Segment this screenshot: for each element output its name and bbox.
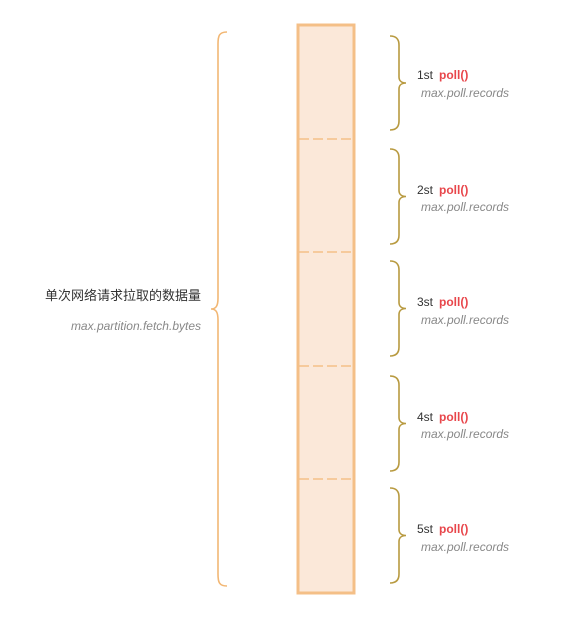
poll-param-2: max.poll.records <box>421 200 510 214</box>
poll-function: poll() <box>439 295 469 309</box>
poll-ordinal: 2st <box>417 183 434 197</box>
poll-brace-2 <box>389 148 407 245</box>
poll-brace-1 <box>389 35 407 131</box>
poll-ordinal: 4st <box>417 410 434 424</box>
poll-function: poll() <box>439 68 469 82</box>
fetch-amount-label: 单次网络请求拉取的数据量 <box>44 289 201 304</box>
poll-ordinal: 1st <box>417 68 434 82</box>
poll-function: poll() <box>439 522 469 536</box>
left-brace <box>210 31 228 587</box>
fetch-data-bar <box>296 23 356 595</box>
poll-function: poll() <box>439 183 469 197</box>
poll-label-5: 5st poll() <box>417 522 468 536</box>
poll-param-1: max.poll.records <box>421 86 510 100</box>
poll-label-3: 3st poll() <box>417 295 468 309</box>
poll-ordinal: 5st <box>417 522 434 536</box>
poll-param-3: max.poll.records <box>421 313 510 327</box>
poll-brace-3 <box>389 260 407 357</box>
fetch-bytes-param: max.partition.fetch.bytes <box>70 319 201 333</box>
poll-function: poll() <box>439 410 469 424</box>
poll-brace-4 <box>389 375 407 472</box>
poll-label-2: 2st poll() <box>417 183 468 197</box>
poll-label-1: 1st poll() <box>417 68 468 82</box>
poll-param-5: max.poll.records <box>421 540 510 554</box>
batch-dividers <box>299 138 353 480</box>
poll-brace-5 <box>389 487 407 584</box>
right-braces <box>389 35 407 584</box>
poll-label-4: 4st poll() <box>417 410 468 424</box>
poll-param-4: max.poll.records <box>421 427 510 441</box>
poll-ordinal: 3st <box>417 295 434 309</box>
